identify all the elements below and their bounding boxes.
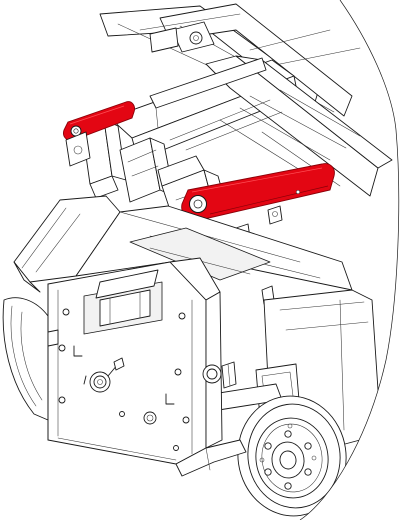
upper-left-scissor-link xyxy=(63,101,135,167)
lower-right-scissor-link xyxy=(181,163,335,221)
front-mounting-plate xyxy=(47,257,223,465)
lower-frame xyxy=(175,439,247,477)
left-wheel xyxy=(2,297,49,421)
middle-scissor-arms xyxy=(109,55,393,197)
hydraulic-fitting xyxy=(202,361,237,389)
right-wheel xyxy=(237,395,347,517)
view-boundary-arc xyxy=(299,0,400,520)
upper-scissor-arms xyxy=(99,3,361,117)
